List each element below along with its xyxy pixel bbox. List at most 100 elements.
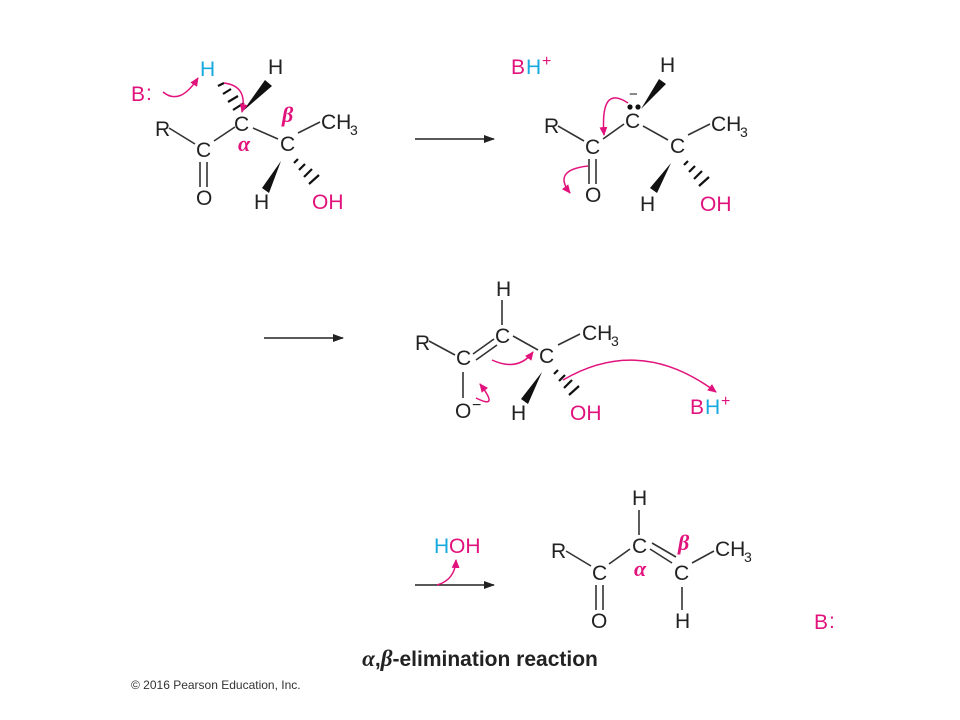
lone-pair-dot bbox=[635, 104, 641, 110]
carbonyl-carbon: C bbox=[196, 139, 211, 162]
bond bbox=[252, 127, 279, 140]
double-bond bbox=[649, 548, 673, 564]
beta-carbon: C bbox=[539, 345, 554, 368]
enolate-structure: H C R C O − C CH 3 H OH B H + bbox=[415, 278, 730, 425]
water-h-label: H bbox=[434, 535, 449, 558]
copyright-notice: © 2016 Pearson Education, Inc. bbox=[131, 678, 301, 692]
enolate-carbon: C bbox=[456, 347, 471, 370]
bh-plus-charge: + bbox=[721, 393, 730, 410]
hydrogen-label: H bbox=[511, 402, 526, 425]
vinyl-carbon: C bbox=[495, 325, 510, 348]
wedge-bond bbox=[262, 161, 281, 193]
curly-arrow-oxygen-lone-pair bbox=[475, 383, 490, 403]
hash-bond bbox=[293, 158, 320, 185]
methyl-label: CH bbox=[321, 111, 351, 134]
bond bbox=[691, 550, 715, 564]
carbonyl-carbon: C bbox=[592, 562, 607, 585]
reaction-caption: α,β-elimination reaction bbox=[0, 646, 960, 672]
negative-charge: − bbox=[629, 86, 638, 103]
alpha-hydrogen: H bbox=[200, 58, 215, 81]
wedge-bond bbox=[521, 372, 542, 404]
bh-b-label: B bbox=[511, 56, 525, 79]
wedge-bond bbox=[641, 79, 666, 109]
r-group: R bbox=[551, 540, 566, 563]
product-step: H OH H C R C O C CH 3 H α β B : bbox=[415, 487, 835, 634]
lone-pair-dot bbox=[627, 104, 633, 110]
bond bbox=[687, 123, 711, 136]
bond bbox=[557, 333, 581, 346]
bond bbox=[428, 340, 456, 356]
caption-text: -elimination reaction bbox=[392, 648, 598, 671]
beta-label: β bbox=[281, 102, 294, 127]
bh-h-label: H bbox=[705, 396, 720, 419]
methyl-subscript: 3 bbox=[350, 122, 358, 138]
carbonyl-oxygen: O bbox=[196, 187, 212, 210]
caption-comma: , bbox=[374, 648, 381, 671]
enolate-oxygen: O bbox=[455, 400, 471, 423]
negative-charge: − bbox=[472, 397, 481, 414]
double-bond bbox=[472, 338, 495, 355]
methyl-label: CH bbox=[711, 113, 741, 136]
carbanion-structure: B H + H C − R C O C CH 3 H OH bbox=[511, 53, 748, 216]
beta-label: β bbox=[677, 530, 690, 555]
curly-arrow-hydroxide-leaving bbox=[562, 359, 717, 393]
bond bbox=[608, 548, 631, 565]
beta-carbon: C bbox=[674, 562, 689, 585]
methyl-subscript: 3 bbox=[744, 549, 752, 565]
hash-bond bbox=[683, 160, 710, 187]
r-group: R bbox=[544, 115, 559, 138]
r-group: R bbox=[155, 118, 170, 141]
curly-arrow-water-release bbox=[436, 559, 460, 586]
alpha-carbon: C bbox=[632, 535, 647, 558]
double-bond bbox=[475, 344, 498, 361]
double-bond bbox=[651, 542, 677, 558]
methyl-subscript: 3 bbox=[740, 124, 748, 140]
base-label: B bbox=[131, 83, 145, 106]
curly-arrow-lone-pair bbox=[599, 97, 629, 136]
curly-arrow-bond-to-carbon bbox=[223, 82, 248, 113]
base-lone-pair: : bbox=[829, 610, 835, 633]
water-oh-label: OH bbox=[449, 535, 481, 558]
alpha-label: α bbox=[238, 131, 251, 156]
carbonyl-oxygen: O bbox=[585, 184, 601, 207]
base-lone-pair: : bbox=[146, 82, 152, 105]
curly-arrow-pi-bond bbox=[491, 351, 534, 366]
bond bbox=[642, 125, 669, 141]
bh-plus-charge: + bbox=[542, 53, 551, 70]
hydroxide-leaving-group: OH bbox=[570, 402, 602, 425]
methyl-label: CH bbox=[582, 322, 612, 345]
bond bbox=[213, 126, 236, 142]
hydrogen-label: H bbox=[632, 487, 647, 510]
base-label: B bbox=[814, 611, 828, 634]
curly-arrow-to-oxygen bbox=[561, 165, 589, 194]
methyl-label: CH bbox=[715, 538, 745, 561]
bond bbox=[168, 127, 196, 145]
hydrogen-label: H bbox=[640, 193, 655, 216]
hydrogen-label: H bbox=[254, 191, 269, 214]
hydrogen-label: H bbox=[268, 56, 283, 79]
r-group: R bbox=[415, 332, 430, 355]
bond bbox=[557, 125, 585, 142]
wedge-bond bbox=[650, 163, 671, 193]
alpha-label: α bbox=[634, 556, 647, 581]
alpha-carbon: C bbox=[234, 113, 249, 136]
hydrogen-label: H bbox=[496, 278, 511, 301]
bond bbox=[602, 123, 625, 140]
beta-carbon: C bbox=[670, 135, 685, 158]
carbanion-carbon: C bbox=[625, 110, 640, 133]
reactant-structure: B : H H C R C O C CH 3 H OH α β bbox=[131, 56, 358, 214]
carbonyl-carbon: C bbox=[585, 136, 600, 159]
bond bbox=[512, 335, 539, 351]
carbonyl-oxygen: O bbox=[591, 610, 607, 633]
hash-bond bbox=[217, 82, 245, 111]
hash-bond bbox=[553, 369, 580, 396]
caption-alpha: α bbox=[362, 646, 375, 671]
bond bbox=[297, 121, 321, 134]
beta-carbon: C bbox=[280, 133, 295, 156]
bh-h-label: H bbox=[526, 56, 541, 79]
hydrogen-label: H bbox=[675, 610, 690, 633]
curly-arrow-base-to-h bbox=[162, 77, 199, 98]
hydroxyl-group: OH bbox=[700, 193, 732, 216]
wedge-bond bbox=[243, 80, 272, 111]
